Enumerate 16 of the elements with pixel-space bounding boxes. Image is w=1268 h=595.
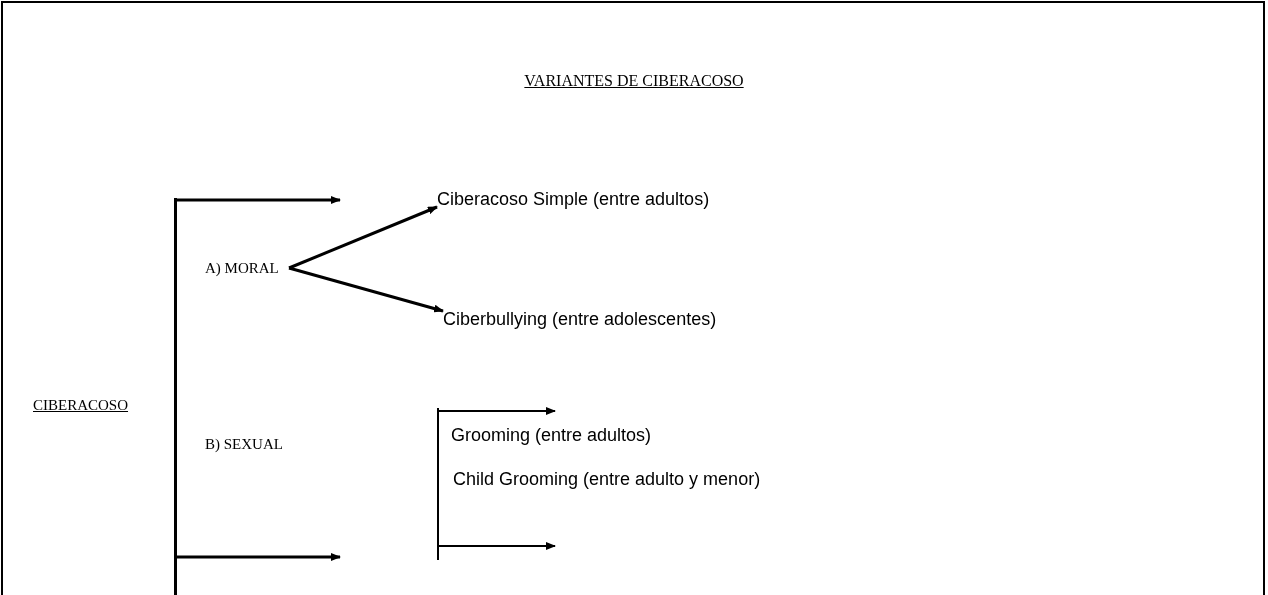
arrow xyxy=(438,542,556,550)
node-label: Grooming (entre adultos) xyxy=(451,411,652,447)
node-label: Ciberacoso Simple (entre adultos) xyxy=(437,189,710,211)
bracket-line xyxy=(174,198,177,595)
arrow xyxy=(177,196,341,204)
node-label: A) MORAL xyxy=(205,259,279,277)
bracket-line xyxy=(437,408,439,560)
diagram-title: VARIANTES DE CIBERACOSO xyxy=(524,72,744,90)
arrow xyxy=(288,266,444,313)
node-label: Child Grooming (entre adulto y menor) xyxy=(453,469,761,491)
arrow xyxy=(288,205,438,270)
node-label: CIBERACOSO xyxy=(33,396,129,414)
arrow xyxy=(177,553,341,561)
node-label: B) SEXUAL xyxy=(205,435,283,453)
node-label: Ciberbullying (entre adolescentes) xyxy=(443,309,717,331)
arrow xyxy=(438,407,556,415)
